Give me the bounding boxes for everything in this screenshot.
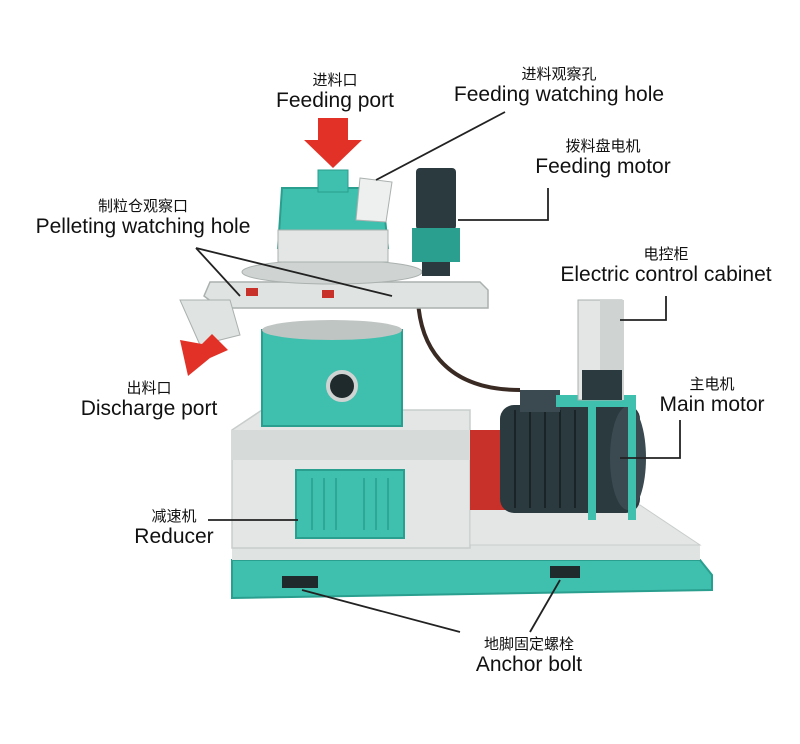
label-en: Discharge port xyxy=(80,397,218,421)
discharge-arrow xyxy=(180,334,228,376)
label-zh: 制粒仓观察口 xyxy=(97,197,188,215)
feeding-motor-body xyxy=(412,168,460,276)
label-discharge-port: 出料口 Discharge port xyxy=(64,379,234,421)
label-feeding-port: 进料口 Feeding port xyxy=(262,71,408,113)
gearbox-body xyxy=(231,409,471,549)
label-reducer: 减速机 Reducer xyxy=(122,507,226,549)
label-zh: 地脚固定螺栓 xyxy=(483,635,574,653)
label-en: Anchor bolt xyxy=(475,653,583,677)
label-zh: 出料口 xyxy=(126,379,172,397)
label-zh: 电控柜 xyxy=(643,245,689,263)
label-en: Feeding watching hole xyxy=(453,83,665,107)
label-zh: 减速机 xyxy=(151,507,197,525)
label-zh: 主电机 xyxy=(689,375,735,393)
cable xyxy=(416,299,521,392)
leader-lines xyxy=(195,111,681,633)
label-feeding-motor: 拨料盘电机 Feeding motor xyxy=(520,137,686,179)
main-motor-body xyxy=(500,390,646,513)
feeding-arrow xyxy=(304,118,362,168)
feeding-hopper xyxy=(276,169,393,263)
label-en: Main motor xyxy=(659,393,765,417)
label-feeding-watching-hole: 进料观察孔 Feeding watching hole xyxy=(430,65,688,107)
label-pelleting-watching-hole: 制粒仓观察口 Pelleting watching hole xyxy=(14,197,272,239)
cabinet-stand xyxy=(556,299,636,520)
label-en: Feeding port xyxy=(276,89,394,113)
label-en: Feeding motor xyxy=(535,155,671,179)
label-en: Electric control cabinet xyxy=(560,263,772,287)
label-main-motor: 主电机 Main motor xyxy=(646,375,778,417)
pelleting-platform xyxy=(179,259,489,346)
label-electric-control-cabinet: 电控柜 Electric control cabinet xyxy=(536,245,796,287)
label-en: Pelleting watching hole xyxy=(35,215,251,239)
label-zh: 拨料盘电机 xyxy=(565,137,641,155)
label-en: Reducer xyxy=(134,525,214,549)
label-anchor-bolt: 地脚固定螺栓 Anchor bolt xyxy=(450,635,608,677)
label-zh: 进料口 xyxy=(312,71,358,89)
label-zh: 进料观察孔 xyxy=(521,65,597,83)
die-chamber xyxy=(261,320,403,427)
